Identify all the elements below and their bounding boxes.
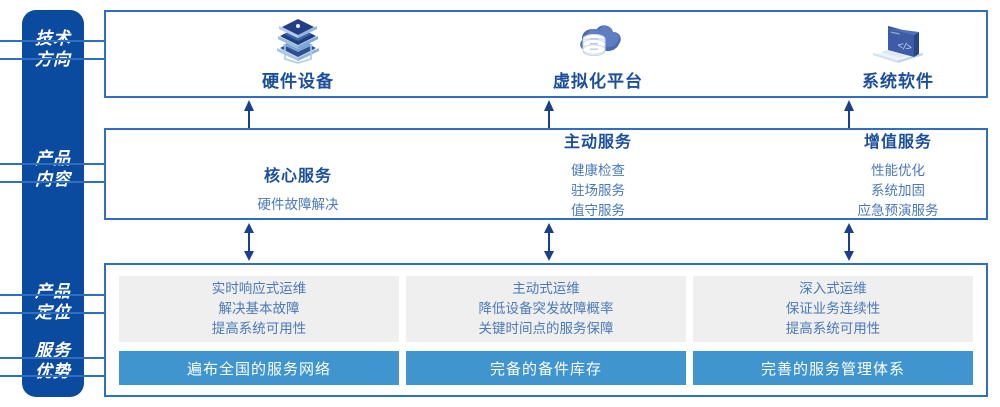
rail-label-service-advantage-line2: 优势: [35, 362, 71, 381]
cloud-database-icon: [580, 24, 621, 56]
product-content-panel: 核心服务 硬件故障解决 主动服务 健康检查 驻场服务 值守服务 增值服务 性能优…: [104, 128, 988, 220]
server-stack-icon: [277, 18, 319, 64]
content-item-valueadd-2: 应急预演服务: [857, 202, 939, 218]
position-line-realtime-0: 实时响应式运维: [211, 281, 307, 296]
connector-advantage-1: [0, 357, 106, 359]
arrow-up-hardware: [244, 100, 254, 128]
tech-title-virtualization: 虚拟化平台: [553, 71, 643, 91]
rail-label-product-position-line1: 产品: [35, 282, 71, 301]
advantage-label-network: 遍布全国的服务网络: [186, 360, 331, 378]
position-line-deep-0: 深入式运维: [799, 281, 867, 296]
advantage-bar-network[interactable]: 遍布全国的服务网络: [119, 351, 399, 385]
advantage-label-management: 完善的服务管理体系: [760, 360, 905, 378]
content-item-core-0: 硬件故障解决: [257, 196, 339, 212]
tech-title-system-software: 系统软件: [862, 71, 934, 91]
content-column-valueadd[interactable]: 增值服务 性能优化 系统加固 应急预演服务: [748, 130, 1000, 218]
position-line-deep-1: 保证业务连续性: [785, 301, 881, 316]
connector-tech-2: [0, 58, 106, 60]
advantage-bar-management[interactable]: 完善的服务管理体系: [693, 351, 973, 385]
position-line-deep-2: 提高系统可用性: [785, 321, 881, 336]
position-card-deep[interactable]: 深入式运维 保证业务连续性 提高系统可用性: [693, 276, 973, 342]
tech-title-hardware: 硬件设备: [262, 71, 334, 91]
connector-position-2: [0, 312, 106, 314]
content-item-proactive-1: 驻场服务: [571, 182, 625, 198]
content-item-proactive-0: 健康检查: [571, 162, 625, 178]
content-title-core: 核心服务: [263, 167, 332, 185]
arrow-bidirectional-valueadd: [844, 223, 854, 261]
position-line-proactive-0: 主动式运维: [512, 281, 580, 296]
arrow-bidirectional-core: [244, 223, 254, 261]
advantage-label-spares: 完备的备件库存: [489, 360, 602, 378]
content-title-valueadd: 增值服务: [863, 133, 932, 151]
svg-text:</>: </>: [896, 40, 913, 54]
tech-column-system-software[interactable]: </> 系统软件: [748, 12, 1000, 96]
tech-column-virtualization[interactable]: 虚拟化平台: [448, 12, 748, 96]
position-line-proactive-1: 降低设备突发故障概率: [478, 301, 614, 316]
connector-content-1: [0, 163, 106, 165]
content-item-proactive-2: 值守服务: [571, 202, 625, 218]
position-line-proactive-2: 关键时间点的服务保障: [478, 321, 614, 336]
tech-column-hardware[interactable]: 硬件设备: [148, 12, 448, 96]
arrow-up-virtualization: [544, 100, 554, 128]
content-column-proactive[interactable]: 主动服务 健康检查 驻场服务 值守服务: [448, 130, 748, 218]
connector-content-2: [0, 181, 106, 183]
content-item-valueadd-1: 系统加固: [871, 182, 925, 198]
advantage-bar-spares[interactable]: 完备的备件库存: [406, 351, 686, 385]
content-column-core[interactable]: 核心服务 硬件故障解决: [148, 130, 448, 232]
arrow-bidirectional-proactive: [544, 223, 554, 261]
position-line-realtime-1: 解决基本故障: [218, 301, 300, 316]
position-line-realtime-2: 提高系统可用性: [211, 321, 307, 336]
connector-position-1: [0, 294, 106, 296]
position-card-proactive[interactable]: 主动式运维 降低设备突发故障概率 关键时间点的服务保障: [406, 276, 686, 342]
rail-label-tech-direction-line1: 技术: [35, 29, 71, 48]
tech-direction-panel: 硬件设备 虚拟化平台: [104, 10, 988, 98]
product-position-panel: 实时响应式运维 解决基本故障 提高系统可用性 主动式运维 降低设备突发故障概率 …: [104, 263, 988, 397]
connector-tech-1: [0, 40, 106, 42]
laptop-code-icon: </>: [873, 25, 923, 63]
category-rail: [22, 10, 84, 397]
rail-label-service-advantage-line1: 服务: [35, 341, 71, 360]
content-item-valueadd-0: 性能优化: [871, 162, 925, 178]
rail-label-product-position: 产品 定位: [22, 281, 84, 323]
arrow-up-system-software: [844, 100, 854, 128]
content-title-proactive: 主动服务: [563, 133, 632, 151]
rail-label-product-content: 产品 内容: [22, 148, 84, 190]
rail-label-product-content-line2: 内容: [35, 170, 71, 189]
rail-label-tech-direction: 技术 方向: [22, 28, 84, 70]
position-card-realtime[interactable]: 实时响应式运维 解决基本故障 提高系统可用性: [119, 276, 399, 342]
rail-label-product-content-line1: 产品: [35, 149, 71, 168]
connector-advantage-2: [0, 375, 106, 377]
